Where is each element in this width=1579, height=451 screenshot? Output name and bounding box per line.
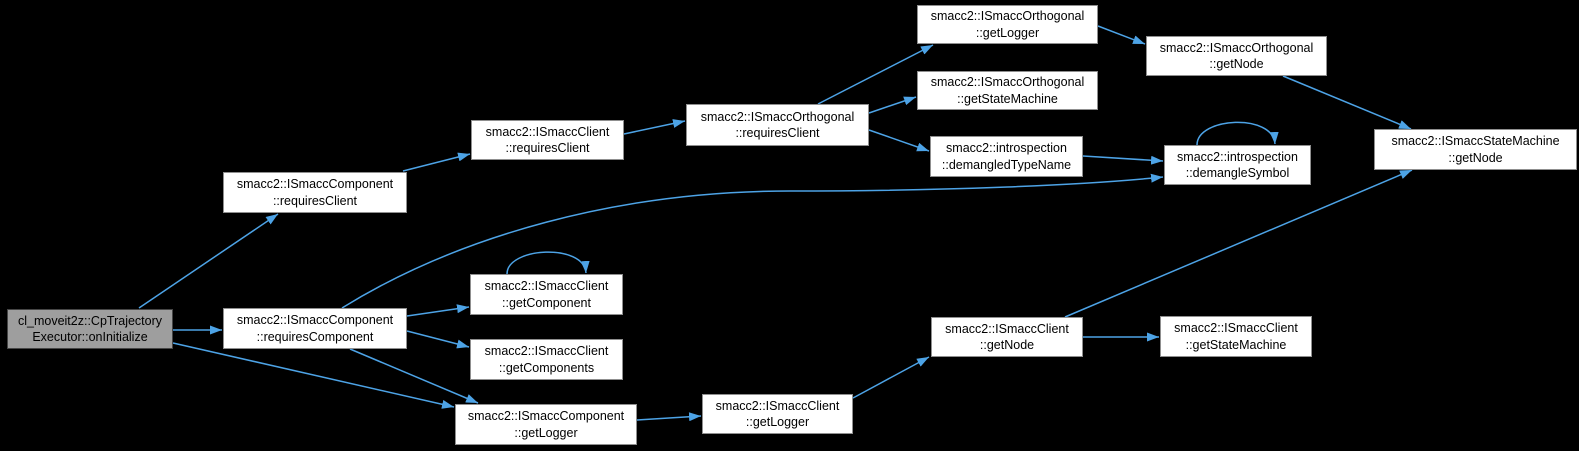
node-client-getlogger[interactable]: smacc2::ISmaccClient ::getLogger	[702, 394, 853, 434]
node-component-requiresclient[interactable]: smacc2::ISmaccComponent ::requiresClient	[223, 172, 407, 213]
node-client-getcomponent[interactable]: smacc2::ISmaccClient ::getComponent	[470, 274, 623, 315]
edge-requirescomponent-getcomponents	[406, 330, 470, 349]
edge-componentgetlogger-clientgetlogger	[636, 412, 702, 422]
edge-orthogonalrequiresclient-demangledtypename	[868, 129, 930, 152]
edge-orthogonalgetlogger-orthogonalgetnode	[1097, 25, 1146, 45]
edge-orthogonalgetnode-statemachinegetnode	[1282, 75, 1412, 130]
node-component-getlogger[interactable]: smacc2::ISmaccComponent ::getLogger	[455, 404, 637, 445]
edge-getcomponent-selfloop	[506, 251, 590, 275]
edge-clientgetnode-statemachinegetnode	[1064, 169, 1413, 318]
edge-componentrequiresclient-clientrequiresclient	[402, 152, 471, 172]
node-introspection-demangledtypename[interactable]: smacc2::introspection ::demangledTypeNam…	[930, 136, 1083, 177]
edge-requirescomponent-demanglesymbol	[341, 173, 1164, 309]
edge-clientrequiresclient-orthogonalrequiresclient	[623, 119, 686, 135]
edge-oninitialize-requiresclient	[138, 213, 279, 309]
edge-orthogonalrequiresclient-orthogonalgetstatemachine	[868, 96, 917, 114]
node-client-getcomponents[interactable]: smacc2::ISmaccClient ::getComponents	[470, 339, 623, 380]
node-oninitialize: cl_moveit2z::CpTrajectory Executor::onIn…	[7, 309, 173, 349]
node-orthogonal-requiresclient[interactable]: smacc2::ISmaccOrthogonal ::requiresClien…	[686, 104, 869, 146]
node-client-requiresclient[interactable]: smacc2::ISmaccClient ::requiresClient	[471, 120, 624, 160]
node-introspection-demanglesymbol[interactable]: smacc2::introspection ::demangleSymbol	[1164, 145, 1311, 185]
node-component-requirescomponent[interactable]: smacc2::ISmaccComponent ::requiresCompon…	[223, 308, 407, 349]
edge-clientgetlogger-clientgetnode	[852, 356, 930, 399]
edge-requirescomponent-componentgetlogger	[349, 348, 479, 404]
node-orthogonal-getnode[interactable]: smacc2::ISmaccOrthogonal ::getNode	[1146, 36, 1327, 76]
edge-demanglesymbol-selfloop	[1196, 121, 1279, 146]
edge-demangledtypename-demanglesymbol	[1082, 155, 1164, 165]
node-orthogonal-getstatemachine[interactable]: smacc2::ISmaccOrthogonal ::getStateMachi…	[917, 71, 1098, 110]
node-statemachine-getnode[interactable]: smacc2::ISmaccStateMachine ::getNode	[1374, 129, 1577, 170]
node-client-getstatemachine[interactable]: smacc2::ISmaccClient ::getStateMachine	[1160, 316, 1312, 357]
node-orthogonal-getlogger[interactable]: smacc2::ISmaccOrthogonal ::getLogger	[917, 5, 1098, 44]
edge-orthogonalrequiresclient-orthogonalgetlogger	[817, 44, 934, 105]
edge-requirescomponent-getcomponent	[406, 304, 470, 317]
node-client-getnode[interactable]: smacc2::ISmaccClient ::getNode	[931, 317, 1083, 357]
edge-oninitialize-componentgetlogger	[172, 342, 455, 409]
